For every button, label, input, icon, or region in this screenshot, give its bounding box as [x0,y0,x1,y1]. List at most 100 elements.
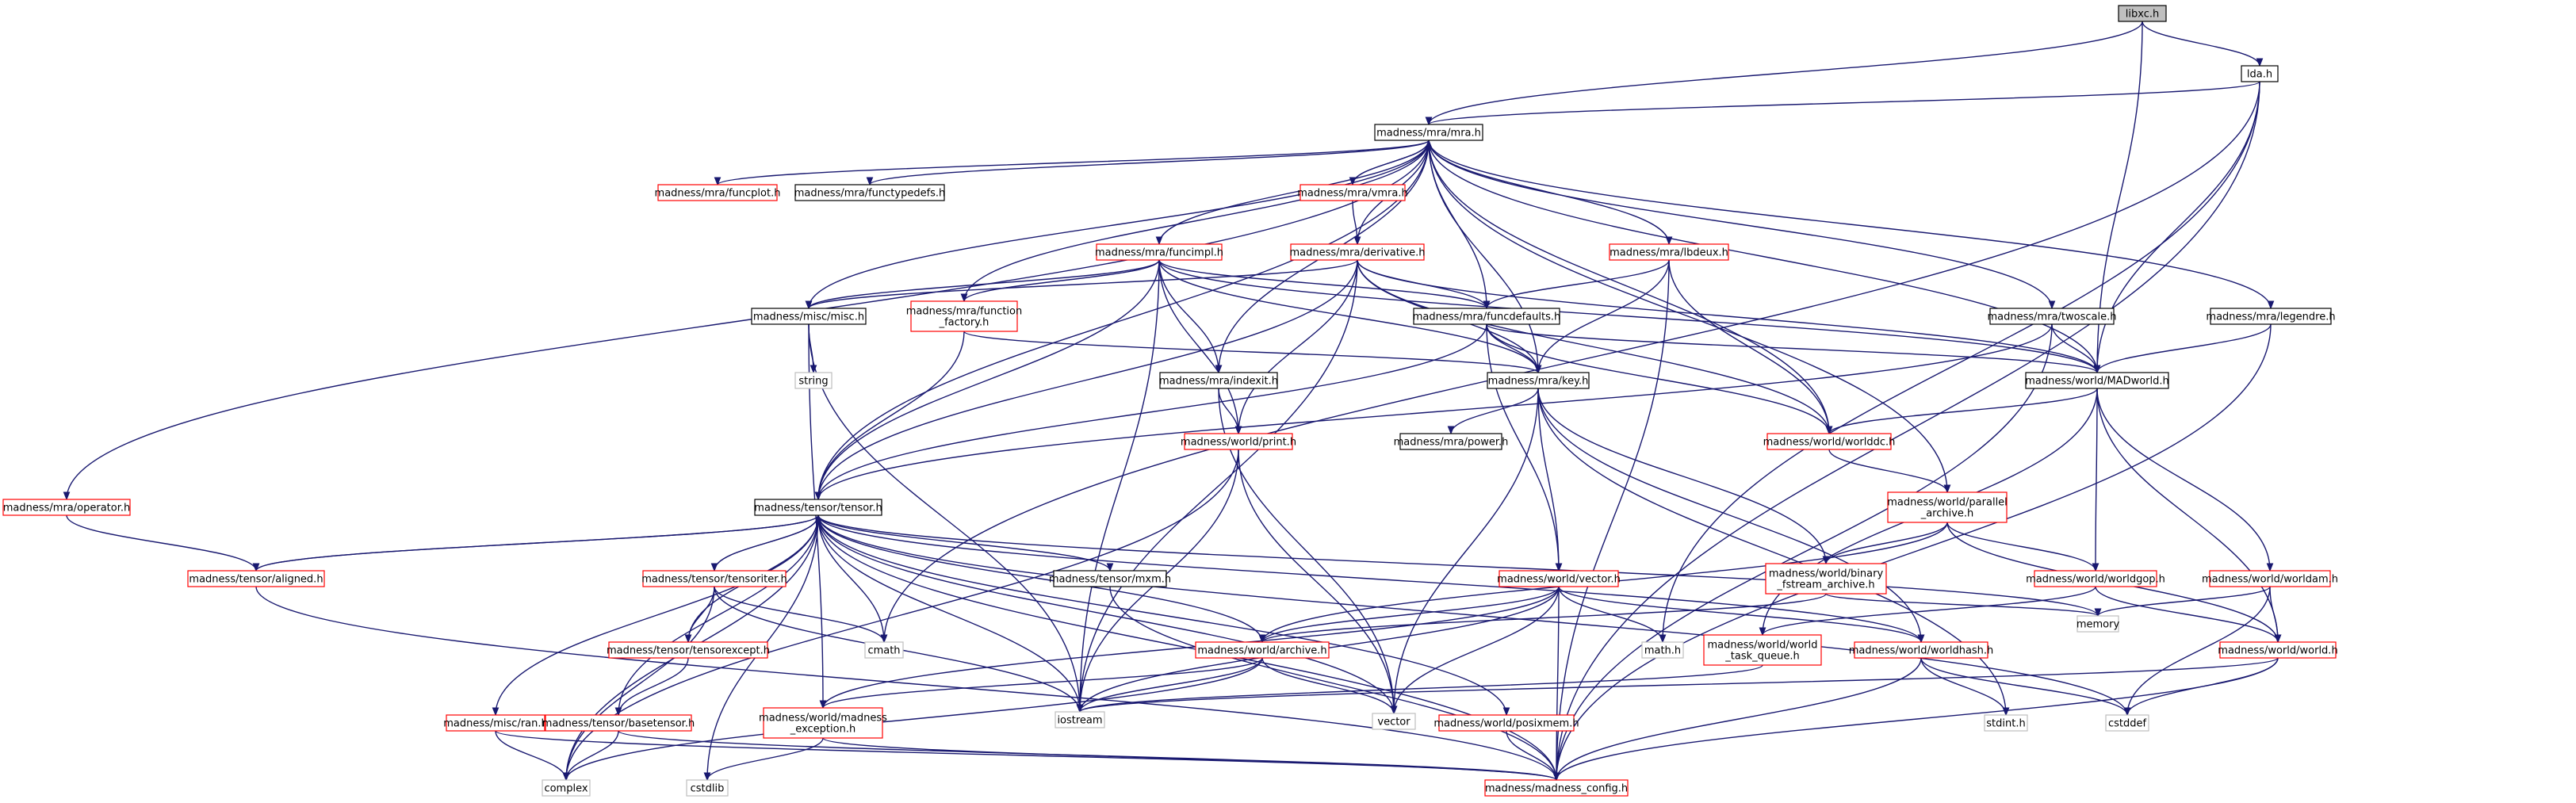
node-box [657,184,778,201]
node-libxc[interactable]: libxc.h [2118,5,2167,22]
node-box [2210,308,2332,325]
node-tensoriter[interactable]: madness/tensor/tensoriter.h [641,570,787,587]
node-functypedefs[interactable]: madness/mra/functypedefs.h [794,184,946,201]
edge-vmra-to-mra [1352,139,1433,185]
node-box [446,714,545,732]
edge-posixmem-to-madness_config [1506,730,1560,782]
node-miscmisc[interactable]: madness/misc/misc.h [751,308,867,325]
edge-madness_exception-to-cstdlib [703,737,824,782]
node-box [1413,308,1560,325]
node-label: complex [544,783,588,795]
node-label: madness/mra/lbdeux.h [1610,247,1728,259]
node-box [2209,570,2331,587]
edge-basetensor-to-complex [562,730,619,782]
edge-mra-to-functypedefs [866,140,1430,186]
node-indexit[interactable]: madness/mra/indexit.h [1159,372,1278,389]
node-box [1609,243,1729,261]
edge-libxc-to-lda [2142,21,2264,67]
node-posixmem[interactable]: madness/world/posixmem.h [1433,714,1579,732]
node-print[interactable]: madness/world/print.h [1181,433,1296,450]
node-box [751,308,867,325]
node-madworld[interactable]: madness/world/MADworld.h [2025,372,2169,389]
node-tensorexcept[interactable]: madness/tensor/tensorexcept.h [607,641,770,659]
node-world_h[interactable]: madness/world/world.h [2218,641,2338,659]
node-lda[interactable]: lda.h [2241,65,2279,82]
node-worlddc[interactable]: madness/world/worlddc.h [1763,433,1896,450]
node-aligned[interactable]: madness/tensor/aligned.h [187,570,325,587]
node-box [2241,65,2279,82]
node-world_task_queue[interactable]: madness/world/world_task_queue.h [1703,634,1822,666]
node-label: madness/mra/derivative.h [1289,247,1425,259]
node-label: vector [1377,717,1410,728]
node-function_factory[interactable]: madness/mra/function_factory.h [906,300,1023,332]
node-funcplot[interactable]: madness/mra/funcplot.h [655,184,781,201]
node-string: string [794,372,833,389]
node-twoscale[interactable]: madness/mra/twoscale.h [1988,308,2117,325]
node-key[interactable]: madness/mra/key.h [1487,372,1590,389]
node-tensor[interactable]: madness/tensor/tensor.h [754,499,882,516]
node-box [1854,641,1988,659]
node-box [2025,372,2169,389]
node-madness_config[interactable]: madness/madness_config.h [1484,779,1629,797]
edge-funcimpl-to-function_factory [960,259,1160,303]
node-label: madness/mra/funcdefaults.h [1413,312,1561,323]
node-box [1641,641,1684,659]
node-funcimpl[interactable]: madness/mra/funcimpl.h [1095,243,1223,261]
edge-world_h-to-iostream [1076,657,2279,713]
node-vector_std: vector [1372,713,1416,730]
node-label: libxc.h [2126,9,2159,21]
node-binary_fstream[interactable]: madness/world/binary_fstream_archive.h [1765,563,1887,595]
edge-binary_fstream-to-archive [1258,593,1827,644]
edge-madworld-to-worlddc [1825,388,2098,435]
node-worldam[interactable]: madness/world/worldam.h [2202,570,2338,587]
node-box [1887,491,2008,523]
node-box [1499,570,1619,587]
node-worldhash[interactable]: madness/world/worldhash.h [1849,641,1994,659]
edge-madworld-to-worldam [2096,388,2274,572]
node-label: madness/mra/power.h [1394,437,1509,449]
node-label: madness/world/worldhash.h [1849,645,1994,657]
node-box [864,641,904,659]
node-label: madness/tensor/mxm.h [1049,574,1171,586]
edge-key-to-power [1447,388,1539,435]
node-label: madness/mra/mra.h [1376,128,1481,140]
node-archive[interactable]: madness/world/archive.h [1195,641,1330,659]
node-misc_ran[interactable]: madness/misc/ran.h [443,714,548,732]
node-parallel_archive[interactable]: madness/world/parallel_archive.h [1887,491,2008,523]
node-lbdeux[interactable]: madness/mra/lbdeux.h [1609,243,1729,261]
edge-key-to-vector_h [1537,388,1563,572]
node-memory: memory [2076,615,2119,633]
node-vector_h[interactable]: madness/world/vector.h [1497,570,1621,587]
node-vmra[interactable]: madness/mra/vmra.h [1297,184,1408,201]
node-box [2118,5,2167,22]
edge-mra-to-funcimpl [1155,140,1430,246]
node-derivative[interactable]: madness/mra/derivative.h [1289,243,1426,261]
node-basetensor[interactable]: madness/tensor/basetensor.h [542,714,695,732]
edge-parallel_archive-to-worldgop [1946,522,2099,572]
node-cmath: cmath [864,641,904,659]
node-legendre[interactable]: madness/mra/legendre.h [2206,308,2336,325]
node-worldgop[interactable]: madness/world/worldgop.h [2026,570,2165,587]
node-mra[interactable]: madness/mra/mra.h [1374,124,1483,141]
edge-worldgop-to-world_task_queue [1759,586,2096,637]
edge-lbdeux-to-funcdefaults [1483,259,1670,310]
edge-archive-to-vector_std [1261,657,1398,715]
node-power[interactable]: madness/mra/power.h [1394,433,1509,450]
node-operator[interactable]: madness/mra/operator.h [2,499,131,516]
node-label: madness/misc/misc.h [753,312,864,323]
node-label: madness/madness_config.h [1485,783,1628,795]
edge-tensor-to-misc_ran [492,514,819,717]
node-funcdefaults[interactable]: madness/mra/funcdefaults.h [1413,308,1561,325]
node-box [763,707,883,739]
node-label: _exception.h [790,724,855,736]
node-madness_exception[interactable]: madness/world/madness_exception.h [759,707,887,739]
node-math_h: math.h [1641,641,1684,659]
edge-tensorexcept-to-basetensor [614,657,689,717]
node-label: madness/misc/ran.h [443,718,548,730]
node-mxm[interactable]: madness/tensor/mxm.h [1049,570,1171,587]
edge-legendre-to-madworld [2093,323,2272,374]
node-label: madness/world/worldgop.h [2026,574,2165,586]
node-complex: complex [542,779,591,797]
